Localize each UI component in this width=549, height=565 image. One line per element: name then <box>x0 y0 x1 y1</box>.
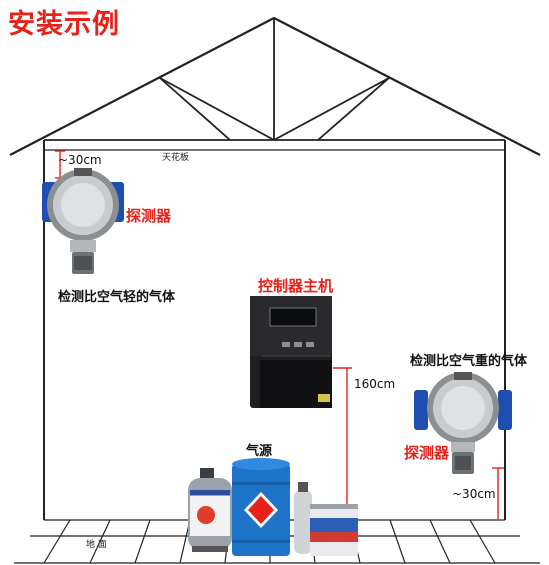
floor-label: 地 面 <box>86 540 107 550</box>
page-title: 安装示例 <box>8 9 120 40</box>
chemical-barrel <box>232 458 290 556</box>
ceiling-label: 天花板 <box>162 153 190 163</box>
detector-floor <box>414 372 512 474</box>
small-cylinder <box>294 482 312 554</box>
detector-label-floor: 探测器 <box>404 444 450 462</box>
light-gas-caption: 检测比空气轻的气体 <box>58 290 176 305</box>
gas-cylinder <box>188 468 232 552</box>
detector-label-ceiling: 探测器 <box>126 207 172 225</box>
controller-unit <box>250 296 332 408</box>
detector-ceiling <box>42 168 124 274</box>
controller-label: 控制器主机 <box>258 277 334 295</box>
controller-height-label: 160cm <box>354 377 396 391</box>
gas-source-label: 气源 <box>246 444 273 459</box>
controller-height-dimension <box>333 367 352 519</box>
floor-gap-dimension <box>492 467 504 519</box>
floor-gap-label: ~30cm <box>452 487 496 501</box>
heavy-gas-caption: 检测比空气重的气体 <box>410 354 528 369</box>
ceiling-gap-label: ~30cm <box>58 153 102 167</box>
paint-can <box>310 504 358 556</box>
